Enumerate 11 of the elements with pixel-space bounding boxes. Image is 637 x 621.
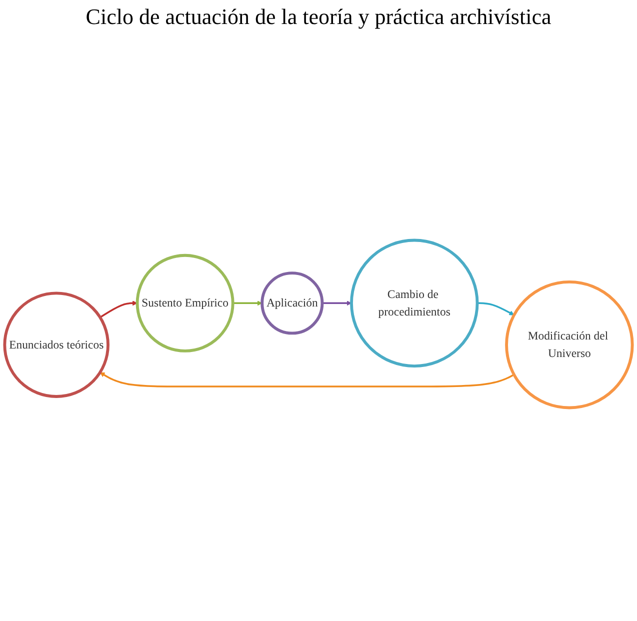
node-circle: Sustento Empírico: [136, 254, 234, 352]
node-circle: Enunciados teóricos: [3, 292, 110, 398]
arrow: [322, 300, 352, 306]
diagram-title: Ciclo de actuación de la teoría y práctica archivística: [84, 4, 552, 30]
node-circle: Aplicación: [260, 272, 324, 335]
node-circle: Cambio de procedimientos: [350, 238, 479, 368]
arrow: [100, 372, 514, 388]
node-circle: Modificación del Universo: [505, 280, 634, 410]
arrow: [232, 300, 262, 306]
arrow: [100, 300, 138, 318]
arrow: [477, 302, 514, 316]
